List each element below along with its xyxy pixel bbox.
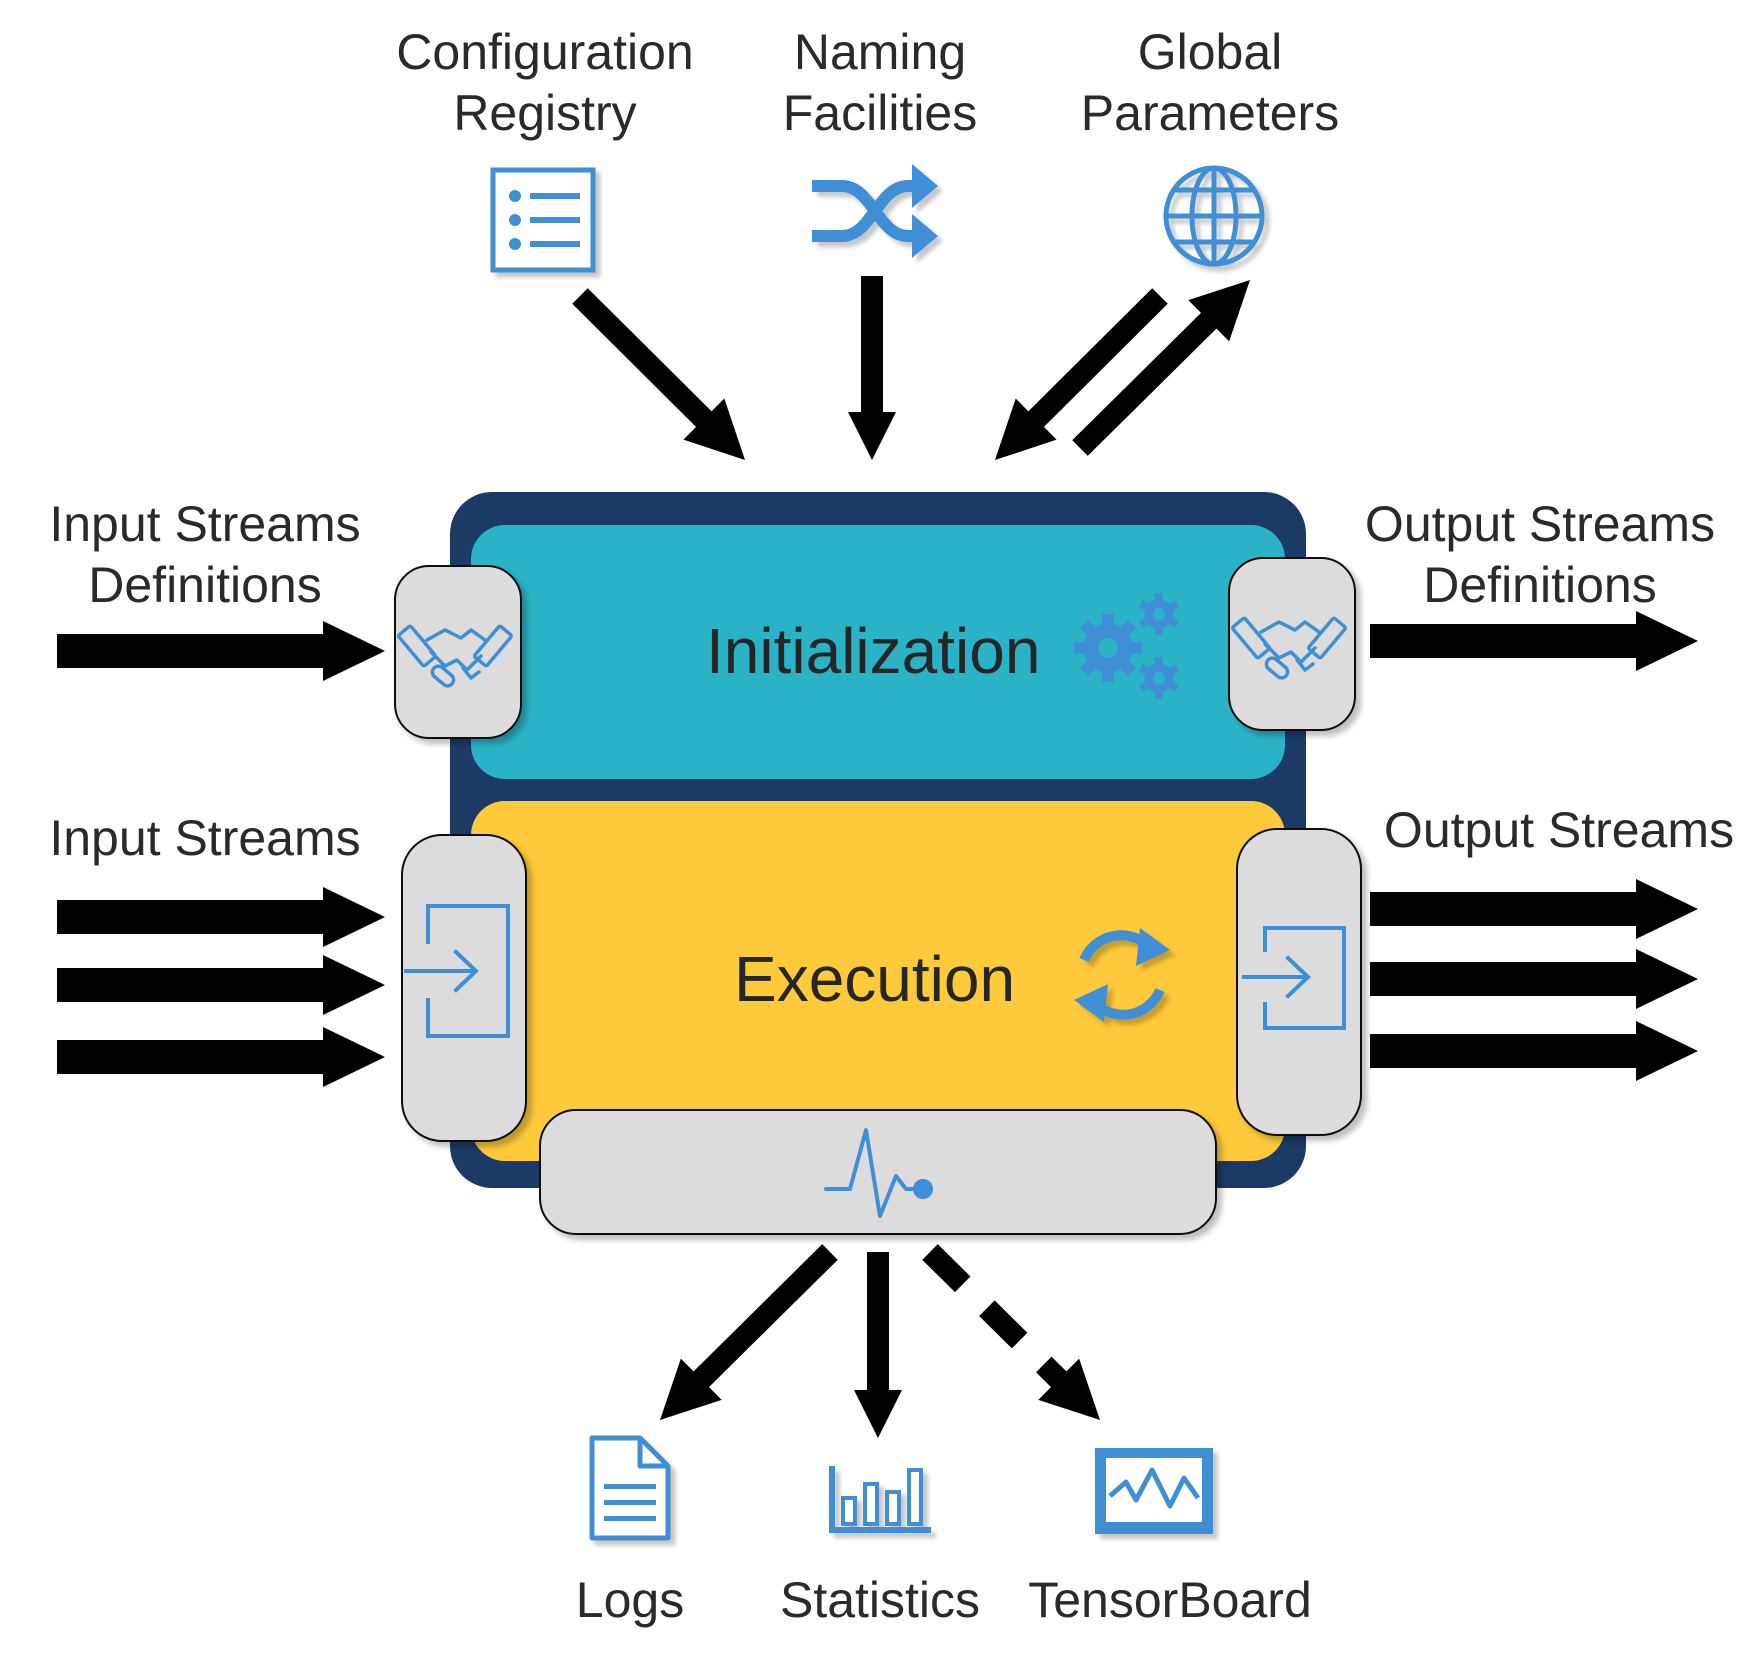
output-stream-port [1236,828,1362,1136]
input-stream-arrow-2 [57,955,385,1015]
output-stream-arrow-3 [1370,1021,1698,1081]
gears-icon [1074,593,1180,699]
logs-label: Logs [575,1572,685,1628]
handshake-icon [397,624,513,688]
input-definition-arrow [57,621,385,681]
output-streams-line1: Output Streams [1383,802,1735,858]
input-stream-arrow-1 [57,887,385,947]
input-streams-definitions-line2: Definitions [88,557,322,613]
global-parameters-line2: Parameters [1080,85,1340,141]
statistics-arrow [854,1252,902,1438]
output-streams-definitions-line2: Definitions [1423,557,1657,613]
naming-facilities-label: Naming Facilities [720,22,1040,144]
monitor-icon [1095,1448,1213,1534]
arrows [57,276,1698,1438]
input-streams-line1: Input Streams [49,810,361,866]
list-icon [490,167,596,273]
module-block [450,492,1306,1188]
globe-icon [1163,165,1265,267]
output-definition-port [1228,557,1356,731]
input-streams-label: Input Streams [20,808,390,869]
initialization-box [471,525,1285,779]
logs-arrow [660,1244,838,1420]
execution-title: Execution [734,943,1016,1015]
global-params-out-arrow [1072,280,1250,456]
naming-facilities-line2: Facilities [782,85,978,141]
refresh-icon [1074,928,1170,1022]
global-parameters-label: Global Parameters [1050,22,1370,144]
output-definition-arrow [1370,611,1698,671]
configuration-registry-label: Configuration Registry [370,22,720,144]
input-stream-port [401,834,527,1142]
naming-facilities-arrow [848,276,896,460]
global-params-in-arrow [995,288,1168,460]
sign-in-icon [404,904,510,1038]
tensorboard-arrow [922,1244,1100,1420]
naming-facilities-line1: Naming [793,24,967,80]
input-streams-definitions-line1: Input Streams [49,496,361,552]
input-definition-port [394,565,522,739]
execution-box [471,801,1285,1161]
output-streams-label: Output Streams [1364,800,1754,861]
tensorboard-label: TensorBoard [1028,1572,1312,1628]
config-registry-arrow [572,288,745,460]
bar-chart-icon [829,1466,931,1533]
statistics-label: Statistics [779,1572,981,1628]
handshake-icon [1231,616,1347,680]
input-stream-arrow-3 [57,1027,385,1087]
configuration-registry-line2: Registry [453,85,637,141]
sign-in-icon [1242,926,1346,1030]
configuration-registry-line1: Configuration [396,24,694,80]
monitor-port [539,1109,1217,1235]
output-streams-definitions-line1: Output Streams [1364,496,1716,552]
document-icon [589,1435,671,1541]
output-stream-arrow-1 [1370,879,1698,939]
pulse-icon [824,1128,933,1218]
input-streams-definitions-label: Input Streams Definitions [20,494,390,616]
output-streams-definitions-label: Output Streams Definitions [1340,494,1740,616]
initialization-title: Initialization [706,615,1041,687]
output-stream-arrow-2 [1370,949,1698,1009]
shuffle-icon [812,164,938,258]
global-parameters-line1: Global [1137,24,1283,80]
